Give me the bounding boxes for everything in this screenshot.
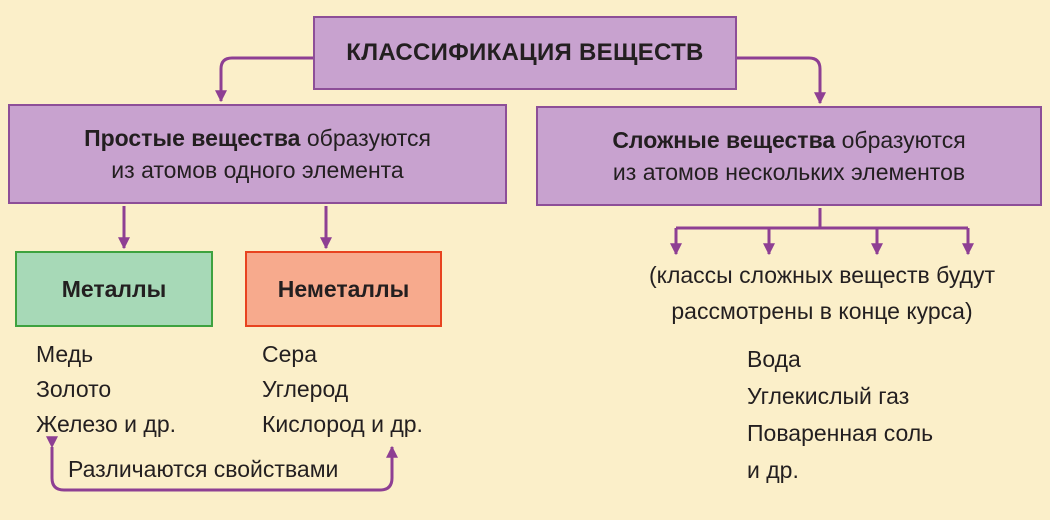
- simple-substances-line1: Простые вещества образуются: [84, 122, 431, 154]
- arrow-to-simple: [215, 56, 313, 103]
- list-item: Углекислый газ: [747, 383, 910, 409]
- list-item: и др.: [747, 457, 799, 483]
- simple-substances-line2: из атомов одного элемента: [111, 157, 404, 183]
- simple-substances-verb: образуются: [300, 125, 431, 151]
- metal-examples-list: Медь Золото Железо и др.: [36, 337, 176, 442]
- metals-box: Металлы: [15, 251, 213, 327]
- complex-classes-note-line2: рассмотрены в конце курса): [671, 298, 973, 324]
- classification-title: КЛАССИФИКАЦИЯ ВЕЩЕСТВ: [346, 39, 704, 66]
- list-item: Вода: [747, 346, 801, 372]
- list-item: Углерод: [262, 376, 349, 402]
- metals-label: Металлы: [61, 275, 167, 302]
- nonmetals-box: Неметаллы: [245, 251, 442, 327]
- complex-classes-note-line1: (классы сложных веществ будут: [648, 262, 996, 288]
- complex-substances-box: Сложные вещества образуются из атомов не…: [536, 106, 1042, 206]
- classification-title-box: КЛАССИФИКАЦИЯ ВЕЩЕСТВ: [313, 16, 737, 90]
- complex-substances-term: Сложные вещества: [612, 127, 836, 153]
- difference-bracket: [46, 436, 398, 492]
- list-item: Поваренная соль: [747, 420, 934, 446]
- arrow-to-complex: [737, 56, 826, 105]
- complex-classes-note: (классы сложных веществ будут рассмотрен…: [600, 257, 1044, 329]
- complex-substances-verb: образуются: [835, 127, 966, 153]
- complex-examples-list: Вода Углекислый газ Поваренная соль и др…: [747, 341, 933, 489]
- list-item: Сера: [262, 341, 317, 367]
- simple-substances-term: Простые вещества: [84, 125, 301, 151]
- complex-substances-line2: из атомов нескольких элементов: [612, 159, 966, 185]
- nonmetal-examples-list: Сера Углерод Кислород и др.: [262, 337, 423, 442]
- list-item: Железо и др.: [36, 411, 176, 437]
- list-item: Кислород и др.: [262, 411, 423, 437]
- simple-substances-box: Простые вещества образуются из атомов од…: [8, 104, 507, 204]
- difference-label: Различаются свойствами: [68, 456, 339, 482]
- complex-substances-line1: Сложные вещества образуются: [612, 124, 965, 156]
- nonmetals-label: Неметаллы: [277, 275, 410, 302]
- list-item: Золото: [36, 376, 112, 402]
- list-item: Медь: [36, 341, 94, 367]
